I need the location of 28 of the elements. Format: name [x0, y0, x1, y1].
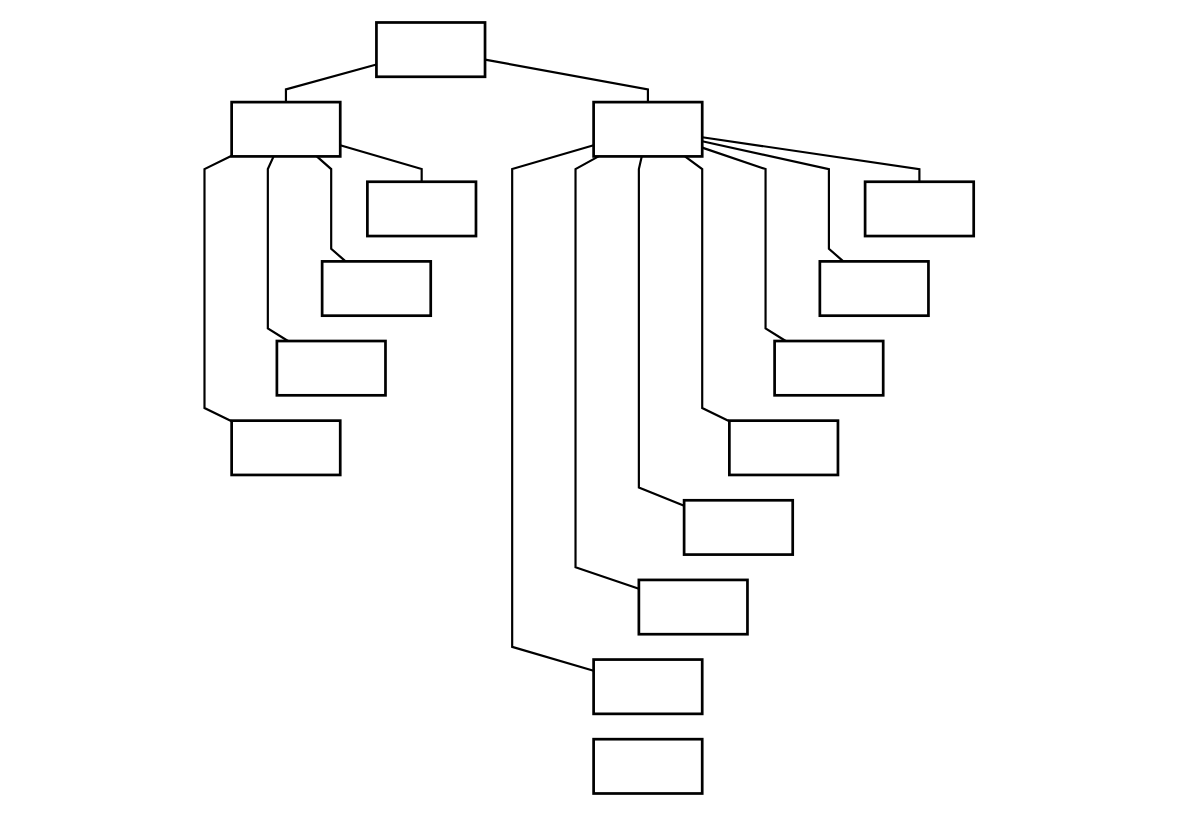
- connector: [316, 155, 348, 263]
- connector: [512, 144, 595, 672]
- node-box: [728, 419, 841, 477]
- node-box: [638, 578, 750, 636]
- connector: [485, 58, 650, 103]
- connector: [638, 156, 686, 507]
- node-box: [366, 180, 479, 238]
- node-box: [819, 260, 931, 318]
- node-box: [683, 498, 795, 556]
- node-box: [593, 100, 705, 158]
- node-box: [864, 180, 976, 238]
- connector: [702, 146, 788, 342]
- node-box: [321, 260, 433, 318]
- node-box: [593, 658, 705, 716]
- node-box: [231, 100, 343, 158]
- node-box: [276, 339, 388, 397]
- connector: [285, 63, 378, 103]
- connector: [702, 140, 845, 263]
- node-box: [231, 419, 343, 477]
- connector: [267, 155, 290, 342]
- connector: [702, 136, 922, 182]
- connector: [204, 154, 234, 423]
- node-box: [376, 21, 488, 79]
- node-box: [774, 339, 886, 397]
- connector: [685, 155, 731, 423]
- connector: [575, 155, 641, 590]
- node-box: [593, 737, 705, 795]
- connector: [340, 144, 424, 182]
